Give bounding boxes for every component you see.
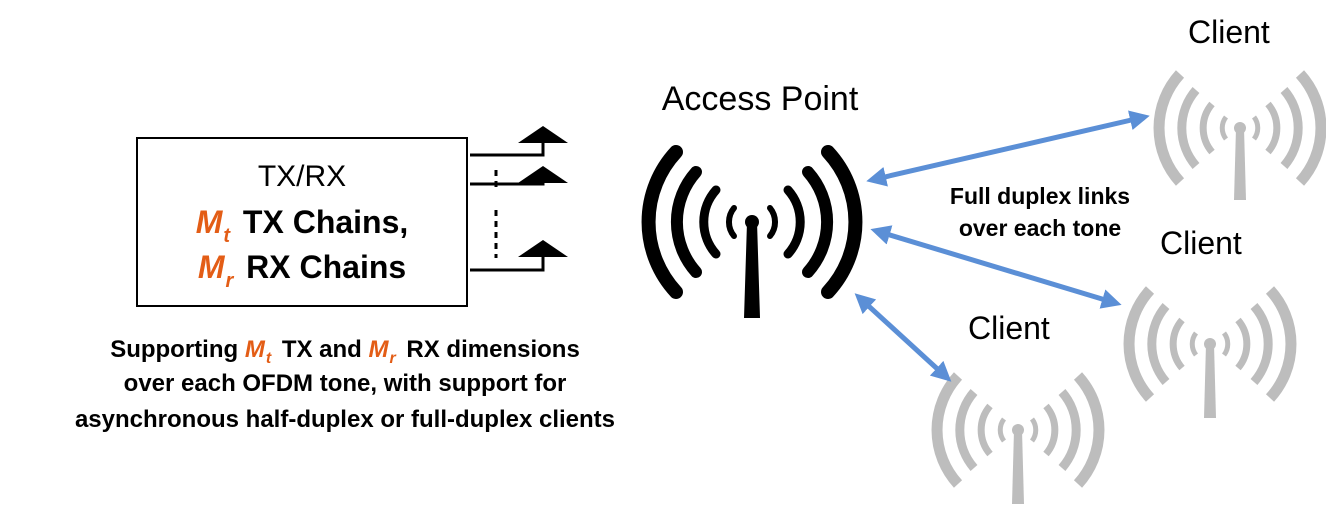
chain-antennas	[470, 142, 545, 272]
client-label-3: Client	[968, 310, 1050, 346]
caption-text: TX and	[281, 336, 362, 363]
txrx-title: TX/RX	[257, 160, 347, 193]
link-arrow-client-1	[866, 110, 1150, 187]
links-line-1: Full duplex links	[949, 183, 1131, 209]
arrowhead-icon	[518, 166, 568, 183]
arrowhead-icon	[518, 126, 568, 143]
link-arrow-client-3	[854, 293, 952, 382]
client-antenna-icon-1	[1153, 70, 1326, 200]
rx-chains-label: Mr RX Chains	[138, 249, 466, 292]
mt-subscript: t	[223, 225, 231, 247]
tx-chains-label: Mt TX Chains,	[138, 204, 466, 247]
caption-mt-symbol: M	[244, 336, 265, 363]
rx-chains-text: RX Chains	[246, 249, 407, 285]
client-label-1: Client	[1188, 14, 1270, 50]
client-label-2: Client	[1160, 225, 1242, 261]
antenna-arrow-icon	[470, 142, 545, 157]
mr-subscript: r	[225, 270, 234, 292]
tx-chains-text: TX Chains,	[242, 204, 409, 240]
caption-mt-subscript: t	[265, 350, 272, 367]
access-point-antenna-icon	[641, 145, 863, 318]
arrowhead-icon	[518, 240, 568, 257]
client-antenna-icon-2	[1123, 286, 1297, 418]
caption-mr-subscript: r	[389, 350, 396, 367]
access-point-label: Access Point	[661, 80, 859, 118]
caption-mr-symbol: M	[368, 336, 389, 363]
client-antenna-icon-3	[931, 372, 1105, 504]
full-duplex-arrows	[854, 110, 1150, 382]
mt-symbol: M	[195, 204, 223, 240]
caption-line-2: over each OFDM tone, with support for	[123, 370, 567, 397]
caption-text: RX dimensions	[406, 336, 580, 363]
caption-line-1: Supporting Mt TX and Mr RX dimensions	[0, 336, 690, 367]
caption-line-3: asynchronous half-duplex or full-duplex …	[74, 406, 616, 433]
mr-symbol: M	[197, 249, 225, 285]
link-arrow-client-2	[870, 225, 1122, 309]
antenna-arrow-icon	[470, 256, 545, 272]
txrx-box: TX/RX Mt TX Chains, Mr RX Chains	[136, 137, 468, 307]
caption-text: Supporting	[110, 336, 239, 363]
chain-arrowheads	[518, 126, 568, 257]
